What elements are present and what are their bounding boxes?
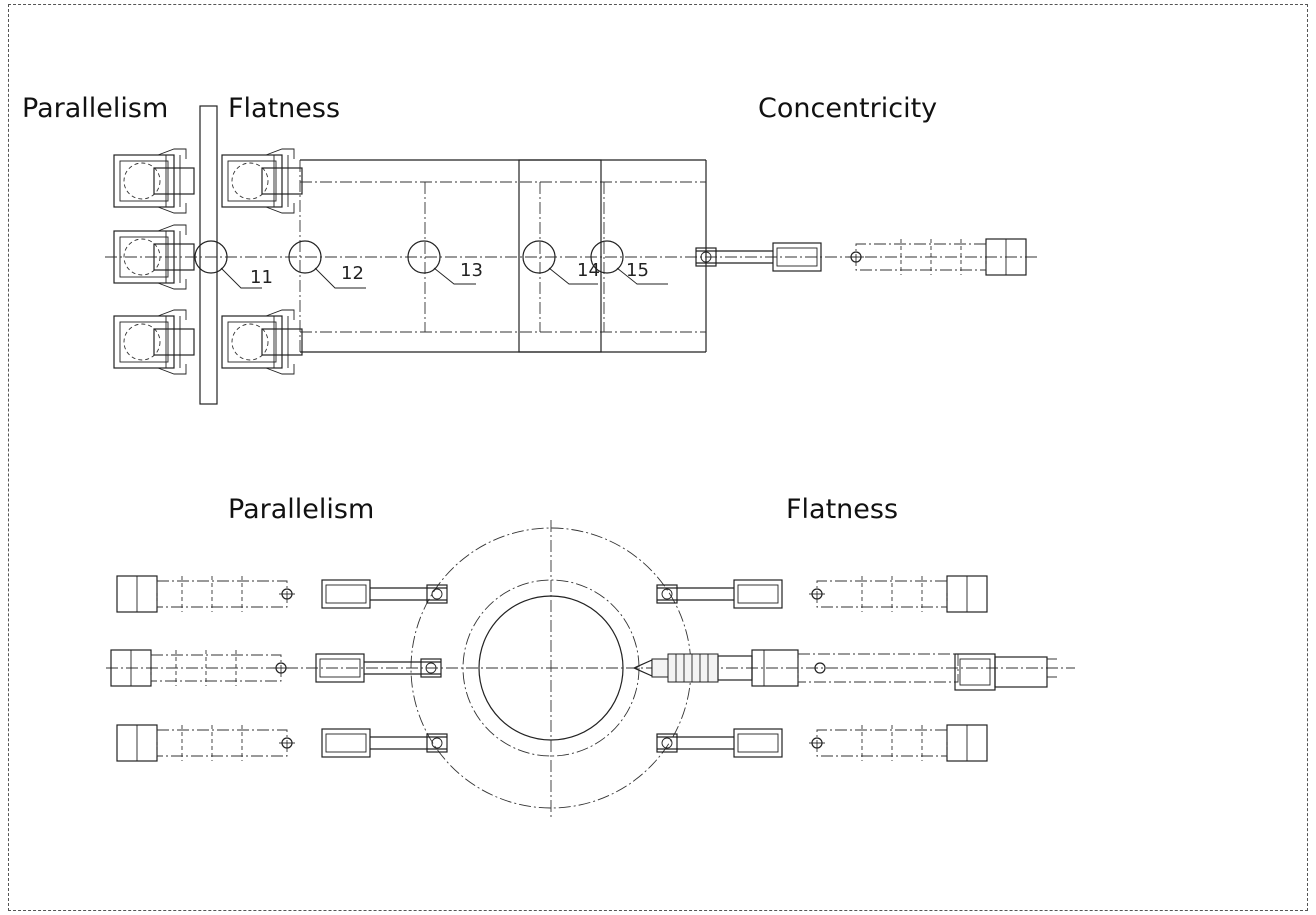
balloon-15: 15: [626, 260, 649, 281]
collar: [518, 159, 602, 353]
bottom-view: [106, 520, 1075, 818]
top-view: 11 12 13 14 15: [105, 105, 1040, 405]
label-flatness-top: Flatness: [228, 93, 340, 124]
balloon-11: 11: [250, 267, 273, 288]
label-flatness-bottom: Flatness: [786, 494, 898, 525]
sensor-probe: [632, 649, 1057, 691]
drawing-border: [8, 4, 1308, 911]
vertical-plate: [199, 105, 218, 405]
label-concentricity-top: Concentricity: [758, 93, 937, 124]
balloon-12: 12: [341, 263, 364, 284]
label-parallelism-top: Parallelism: [22, 93, 168, 124]
balloon-13: 13: [460, 260, 483, 281]
label-parallelism-bottom: Parallelism: [228, 494, 374, 525]
balloon-14: 14: [577, 260, 600, 281]
